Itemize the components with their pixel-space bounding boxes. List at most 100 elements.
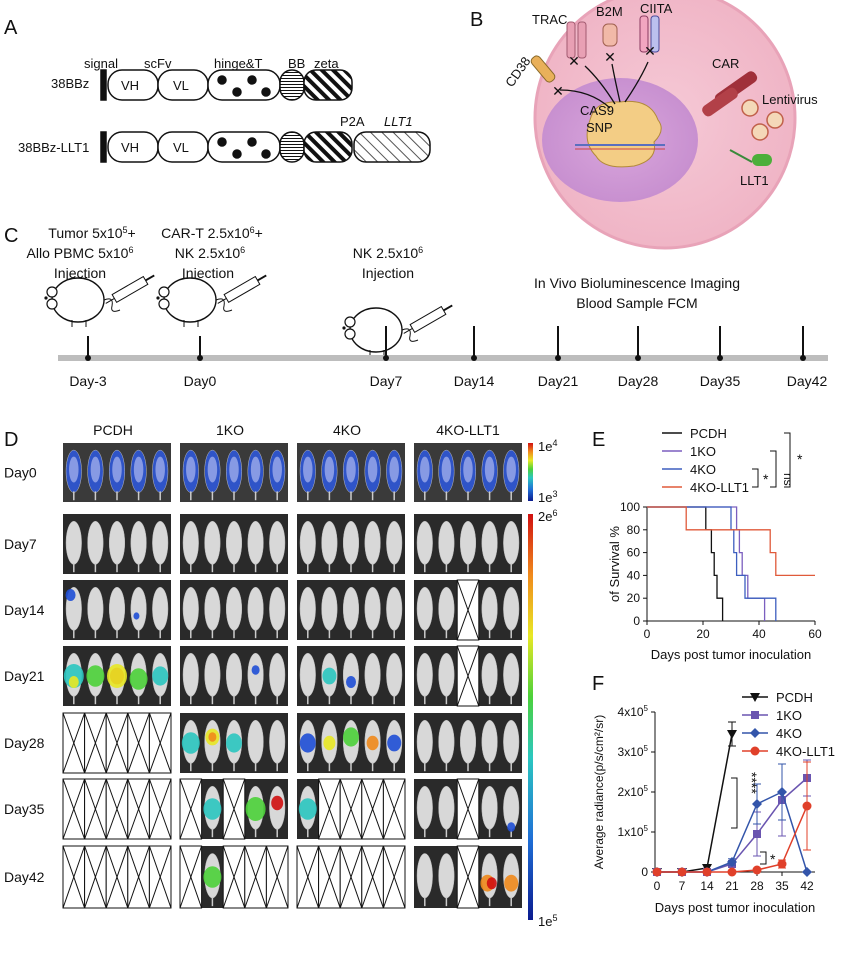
event-2-line2: NK 2.5x106 [175, 245, 245, 261]
bli-panel [180, 443, 288, 502]
snp-label: SNP [586, 120, 613, 135]
series-line [657, 733, 733, 873]
data-point [777, 787, 787, 797]
imaging-label-1: In Vivo Bioluminescence Imaging [534, 275, 740, 291]
sig-label: ns [781, 473, 795, 486]
legend-label: 1KO [776, 708, 802, 723]
label-bb: BB [288, 56, 305, 71]
data-point [802, 801, 812, 811]
trac-icon: ✕ [566, 21, 587, 69]
series [652, 721, 737, 877]
scale-top-min: 1e3 [538, 489, 557, 505]
data-point [727, 867, 737, 877]
llt1-label: LLT1 [740, 173, 769, 188]
syringe-icon [403, 304, 453, 334]
domain-vh-1: VH [121, 78, 139, 93]
y-tick-label: 20 [627, 591, 641, 605]
timeline-bar [58, 355, 828, 361]
y-tick-label: 4x105 [618, 704, 649, 719]
day-label: Day7 [4, 536, 37, 552]
panel-f-letter: F [592, 673, 604, 695]
bli-panel [180, 646, 288, 706]
b2m-label: B2M [596, 4, 623, 19]
event-3-line1: NK 2.5x106 [353, 245, 423, 261]
day-label: Day35 [4, 801, 45, 817]
x-tick-label: 40 [752, 627, 766, 641]
label-scfv: scFv [144, 56, 172, 71]
survival-line [647, 506, 777, 621]
timeline-label: Day21 [538, 373, 579, 389]
timeline-dot [471, 355, 477, 361]
bli-panel [414, 713, 522, 773]
x-tick-label: 0 [654, 879, 661, 893]
construct-38bbz [100, 69, 353, 101]
timeline-label: Day0 [184, 373, 217, 389]
legend-label: 4KO-LLT1 [776, 744, 835, 759]
domain-vh-2: VH [121, 140, 139, 155]
syringe-icon [217, 274, 267, 304]
timeline-dot [383, 355, 389, 361]
mouse-icons [44, 274, 453, 357]
svg-text:✕: ✕ [644, 43, 656, 59]
panel-c-letter: C [4, 225, 18, 247]
data-point [750, 728, 760, 738]
timeline-label: Day35 [700, 373, 741, 389]
bli-panel [414, 845, 522, 909]
scale-top-max: 1e4 [538, 438, 557, 454]
data-point [677, 867, 687, 877]
bli-panel [297, 580, 405, 640]
data-point [752, 865, 762, 875]
sig-label: * [763, 471, 769, 487]
lentivirus-label: Lentivirus [762, 92, 818, 107]
timeline-label: Day42 [787, 373, 828, 389]
panel-d-letter: D [4, 429, 18, 451]
bli-panel [180, 514, 288, 574]
y-tick-label: 100 [620, 500, 640, 514]
bli-panel [63, 580, 171, 640]
legend-label: 4KO [690, 462, 716, 477]
cd38-label: CD38 [502, 54, 533, 90]
y-tick-label: 3x105 [618, 744, 649, 759]
bli-panel [63, 443, 171, 502]
label-llt1: LLT1 [384, 114, 413, 129]
construct-name-2: 38BBz-LLT1 [18, 140, 89, 155]
imaging-label-2: Blood Sample FCM [576, 295, 697, 311]
bli-panel [297, 514, 405, 574]
sig-bracket [752, 468, 759, 488]
survival-line [647, 506, 724, 621]
bli-panel [180, 580, 288, 640]
ciita-icon: ✕ [639, 15, 660, 59]
sig-bracket [784, 432, 791, 488]
event-3-line2: Injection [362, 265, 414, 281]
timeline-dot [555, 355, 561, 361]
svg-text:✕: ✕ [552, 83, 564, 99]
cas9-label: CAS9 [580, 103, 614, 118]
bli-panel [180, 713, 288, 773]
sig-bracket [760, 851, 767, 865]
x-tick-label: 60 [808, 627, 822, 641]
day-label: Day14 [4, 602, 45, 618]
series [652, 763, 812, 877]
label-signal: signal [84, 56, 118, 71]
group-label: PCDH [93, 422, 133, 438]
x-tick-label: 21 [725, 879, 739, 893]
x-tick-label: 42 [800, 879, 814, 893]
cd38-icon: ✕ [530, 55, 564, 99]
panel-a: A signal scFv hinge&T BB zeta P2A LLT1 3… [4, 17, 431, 163]
cas9-icon [575, 100, 665, 168]
y-tick-label: 1x105 [618, 824, 649, 839]
x-tick-label: 14 [700, 879, 714, 893]
label-hinge: hinge&T [214, 56, 262, 71]
data-point [702, 867, 712, 877]
bli-panel [297, 713, 405, 773]
construct-name-1: 38BBz [51, 76, 89, 91]
svg-text:✕: ✕ [604, 49, 616, 65]
bli-panel [414, 579, 522, 641]
targeting-arrows [559, 61, 649, 109]
bli-panel [62, 712, 172, 774]
sig-bracket [731, 777, 738, 829]
legend-label: 1KO [690, 444, 716, 459]
